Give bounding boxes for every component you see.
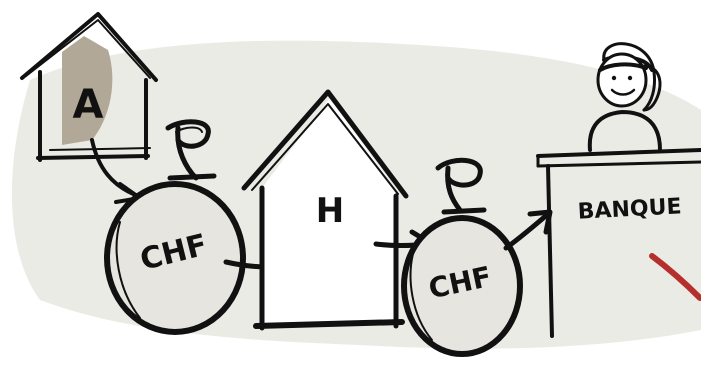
house-a-label: A: [73, 82, 104, 128]
house-h-label: H: [316, 191, 344, 231]
